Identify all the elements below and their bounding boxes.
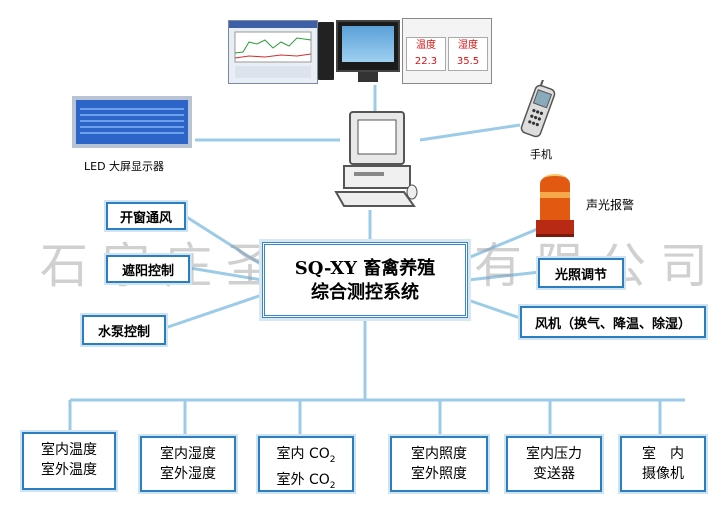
led-big-screen-icon [72,96,192,148]
led-label: LED 大屏显示器 [84,160,165,173]
fan-box: 风机（换气、降温、除湿） [520,306,706,338]
mobile-phone-icon [520,80,556,138]
sensor-line2: 室外 CO [276,471,330,488]
window-ventilation-box: 开窗通风 [106,202,186,230]
sensor-illuminance-box: 室内照度 室外照度 [390,436,488,492]
desktop-computer-icon [334,111,418,207]
fan-label: 风机（换气、降温、除湿） [534,316,691,332]
sensor-line2: 摄像机 [642,466,684,482]
sensor-subscript1: 2 [329,454,336,465]
sensor-line1: 室内压力 [526,446,582,462]
sensor-line2: 变送器 [533,466,575,482]
central-system-box: SQ-XY 畜禽养殖 综合测控系统 [262,242,468,318]
window-ventilation-label: 开窗通风 [119,210,172,226]
sensor-pressure-box: 室内压力 变送器 [506,436,602,492]
sensor-line1: 室 内 [642,446,684,462]
monitor-stand [358,72,378,82]
sensor-line2: 室外湿度 [160,466,216,482]
temperature-reading: 温度 22.3 [406,37,446,71]
shade-control-box: 遮阳控制 [106,255,190,283]
readings-display-screenshot: 温度 22.3 湿度 35.5 [402,18,492,84]
shade-control-label: 遮阳控制 [121,263,174,279]
sensor-line1: 室内湿度 [160,446,216,462]
sensor-subscript2: 2 [329,480,336,491]
alarm-light-icon [536,174,574,237]
alarm-label: 声光报警 [586,198,635,212]
sensor-temperature-box: 室内温度 室外温度 [22,432,116,490]
light-adjust-label: 光照调节 [554,267,607,283]
central-title-line2: 综合测控系统 [311,282,419,303]
sensor-line1: 室内温度 [41,442,97,458]
sensor-line1: 室内 CO [276,446,330,462]
light-adjust-box: 光照调节 [538,258,624,288]
sensor-camera-box: 室 内 摄像机 [620,436,706,492]
sensor-line1: 室内照度 [411,446,467,462]
pump-control-box: 水泵控制 [82,315,166,345]
sensor-humidity-box: 室内湿度 室外湿度 [140,436,236,492]
pc-tower-icon [318,22,334,80]
pump-control-label: 水泵控制 [97,324,150,340]
sensor-line2: 室外照度 [411,466,467,482]
sensor-line2: 室外温度 [41,462,97,478]
phone-label: 手机 [530,148,552,161]
central-title-line1: SQ-XY 畜禽养殖 [294,258,436,279]
humidity-reading: 湿度 35.5 [448,37,488,71]
monitor-software-screenshot [228,20,318,84]
lcd-monitor-icon [336,20,400,72]
sensor-co2-box: 室内 CO2 室外 CO2 [258,436,354,492]
chart-thumbnail [234,31,312,78]
